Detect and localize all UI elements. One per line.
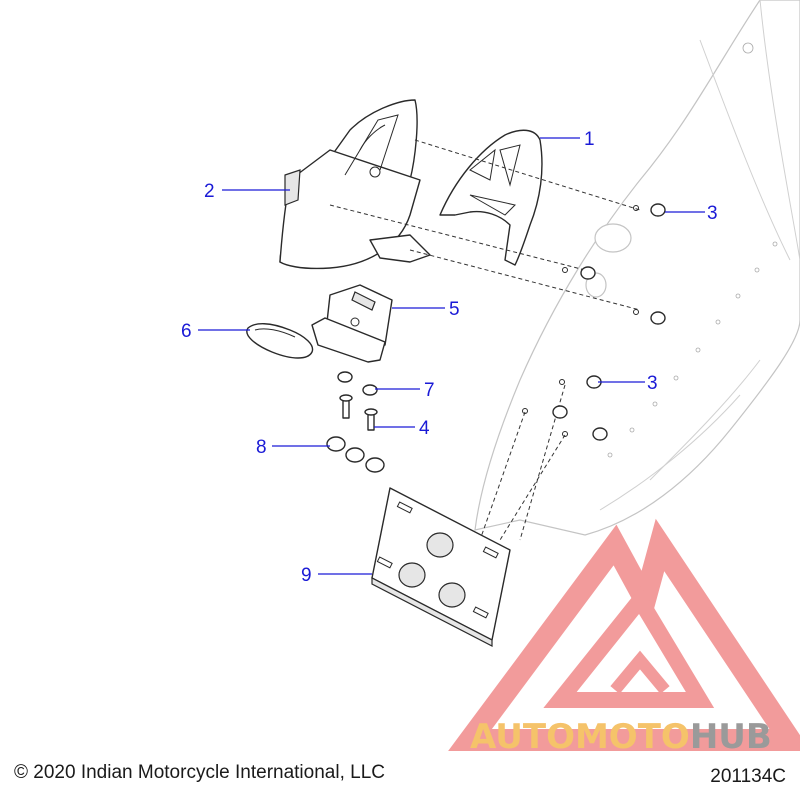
callout-9: 9 xyxy=(301,565,312,586)
watermark-logo-icon xyxy=(448,518,800,751)
license-lamp-part xyxy=(311,284,393,363)
callout-3-lower: 3 xyxy=(647,373,658,394)
lamp-housing-part xyxy=(279,99,431,270)
diagram-number: 201134C xyxy=(710,766,786,787)
nut-parts xyxy=(522,203,666,441)
plate-bracket-part xyxy=(371,487,511,647)
copyright-text: © 2020 Indian Motorcycle International, … xyxy=(14,762,385,783)
watermark-brand: AUTOMOTOHUB xyxy=(470,717,772,757)
bracket-part xyxy=(439,129,543,266)
callout-4: 4 xyxy=(419,418,430,439)
callout-6: 6 xyxy=(181,321,192,342)
grommet-parts xyxy=(337,371,378,396)
leader-lines xyxy=(198,137,705,575)
rear-fender xyxy=(474,0,800,536)
callout-3-upper: 3 xyxy=(707,203,718,224)
assembly-lines xyxy=(329,139,641,541)
callout-1: 1 xyxy=(584,129,595,150)
clip-parts xyxy=(326,436,385,473)
callout-7: 7 xyxy=(424,380,435,401)
lens-part xyxy=(246,323,314,359)
callout-2: 2 xyxy=(204,181,215,202)
callout-5: 5 xyxy=(449,299,460,320)
watermark-brand-part2: HUB xyxy=(690,717,772,757)
callout-8: 8 xyxy=(256,437,267,458)
screw-parts xyxy=(339,394,378,431)
watermark-brand-part1: AUTOMOTO xyxy=(470,717,690,757)
